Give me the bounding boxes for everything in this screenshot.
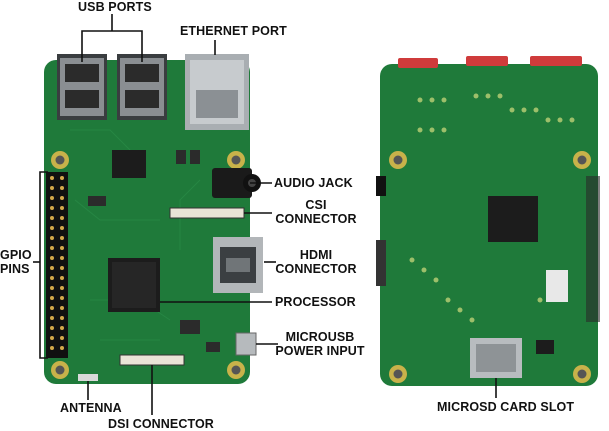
label-dsi-connector: DSI CONNECTOR [108, 417, 214, 431]
label-hdmi-connector: HDMI CONNECTOR [274, 248, 358, 276]
back-board [376, 56, 600, 386]
label-ethernet-port: ETHERNET PORT [180, 24, 287, 38]
hdmi-connector [213, 237, 263, 293]
label-antenna: ANTENNA [60, 401, 122, 415]
csi-connector [170, 208, 244, 218]
front-board [44, 54, 263, 384]
usb-lan-chip [112, 150, 146, 178]
label-microusb-line1: MICROUSB [270, 330, 370, 344]
label-microusb-line2: POWER INPUT [270, 344, 370, 358]
antenna [78, 374, 98, 381]
label-gpio-pins-line2: PINS [0, 262, 32, 276]
ethernet-port [185, 54, 249, 130]
label-gpio-pins-line1: GPIO [0, 248, 32, 262]
label-hdmi-connector-line2: CONNECTOR [274, 262, 358, 276]
label-hdmi-connector-line1: HDMI [274, 248, 358, 262]
microusb-port [236, 333, 256, 355]
back-chip [488, 196, 538, 242]
label-audio-jack: AUDIO JACK [274, 176, 353, 190]
back-sticker [546, 270, 568, 302]
label-csi-connector: CSI CONNECTOR [274, 198, 358, 226]
usb-port-left [57, 54, 107, 120]
label-processor: PROCESSOR [275, 295, 356, 309]
label-csi-connector-line1: CSI [274, 198, 358, 212]
microsd-card-slot [470, 338, 522, 378]
gpio-pins [46, 172, 68, 358]
label-csi-connector-line2: CONNECTOR [274, 212, 358, 226]
label-microusb-power-input: MICROUSB POWER INPUT [270, 330, 370, 358]
label-gpio-pins: GPIO PINS [0, 248, 32, 276]
label-usb-ports: USB PORTS [78, 0, 152, 14]
label-microsd-card-slot: MICROSD CARD SLOT [437, 400, 574, 414]
usb-port-right [117, 54, 167, 120]
dsi-connector [120, 355, 184, 365]
processor [108, 258, 160, 312]
